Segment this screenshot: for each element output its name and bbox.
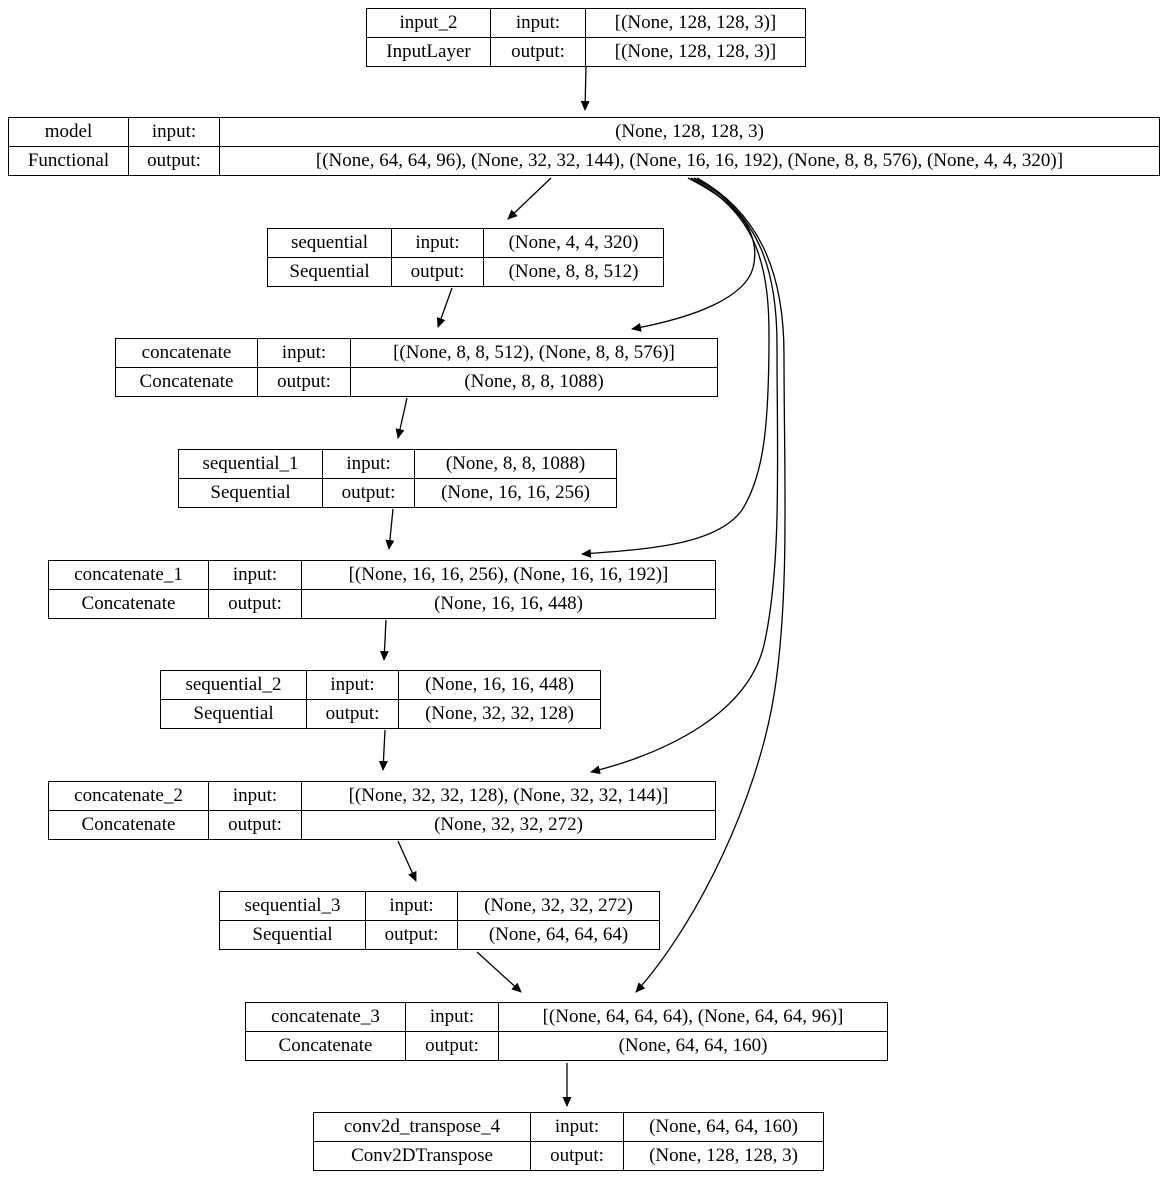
input-label: input: — [323, 450, 415, 479]
input-label: input: — [531, 1113, 624, 1142]
edge-concatenate-to-sequential_1 — [395, 397, 408, 439]
layer-type: Sequential — [161, 699, 307, 728]
input-label: input: — [491, 9, 586, 38]
layer-node-concatenate_3: concatenate_3 input: [(None, 64, 64, 64)… — [245, 1002, 888, 1061]
input-label: input: — [406, 1003, 499, 1032]
output-shape: (None, 64, 64, 64) — [488, 924, 629, 946]
input-shape: (None, 16, 16, 448) — [399, 671, 600, 700]
edge-sequential_2-to-concatenate_2 — [378, 729, 388, 771]
input-shape: (None, 32, 32, 272) — [458, 892, 659, 921]
output-label: output: — [307, 699, 399, 728]
edge-sequential_1-to-concatenate_1 — [385, 508, 395, 550]
output-shape: (None, 32, 32, 128) — [425, 703, 574, 725]
output-shape: (None, 128, 128, 3) — [649, 1145, 798, 1167]
layer-node-sequential: sequential input: (None, 4, 4, 320) Sequ… — [267, 228, 664, 287]
input-shape: [(None, 16, 16, 256), (None, 16, 16, 192… — [302, 561, 715, 590]
layer-type: Concatenate — [49, 589, 209, 618]
input-shape: (None, 64, 64, 160) — [624, 1113, 823, 1142]
layer-type: Sequential — [220, 920, 366, 949]
edge-sequential_3-to-concatenate_3 — [476, 951, 522, 993]
input-shape: [(None, 32, 32, 128), (None, 32, 32, 144… — [302, 782, 715, 811]
output-shape: (None, 64, 64, 160) — [618, 1035, 768, 1057]
layer-type: Concatenate — [49, 810, 209, 839]
layer-type: Concatenate — [116, 367, 258, 396]
layer-type: Conv2DTranspose — [314, 1141, 531, 1170]
layer-node-concatenate_1: concatenate_1 input: [(None, 16, 16, 256… — [48, 560, 716, 619]
layer-name: concatenate — [116, 339, 258, 368]
edge-sequential-to-concatenate — [436, 287, 453, 328]
layer-type: Sequential — [179, 478, 323, 507]
output-shape: (None, 32, 32, 272) — [434, 814, 583, 836]
output-shape: (None, 16, 16, 448) — [434, 593, 583, 615]
layer-node-sequential_3: sequential_3 input: (None, 32, 32, 272) … — [219, 891, 660, 950]
output-label: output: — [209, 810, 302, 839]
output-shape: (None, 8, 8, 1088) — [464, 371, 604, 393]
input-label: input: — [129, 118, 220, 147]
layer-node-model: model input: (None, 128, 128, 3) Functio… — [8, 117, 1160, 176]
layer-name: input_2 — [367, 9, 491, 38]
output-shape: (None, 8, 8, 512) — [508, 261, 639, 283]
layer-name: sequential_3 — [220, 892, 366, 921]
layer-node-concatenate: concatenate input: [(None, 8, 8, 512), (… — [115, 338, 718, 397]
input-shape: (None, 4, 4, 320) — [484, 229, 663, 258]
output-label: output: — [209, 589, 302, 618]
output-label: output: — [129, 146, 220, 175]
layer-name: sequential — [268, 229, 392, 258]
layer-type: Concatenate — [246, 1031, 406, 1060]
output-label: output: — [258, 367, 351, 396]
edge-concatenate_2-to-sequential_3 — [397, 840, 417, 882]
layer-name: concatenate_1 — [49, 561, 209, 590]
edge-model-to-sequential — [507, 177, 552, 220]
layer-name: model — [9, 118, 129, 147]
input-shape: [(None, 8, 8, 512), (None, 8, 8, 576)] — [351, 339, 717, 368]
layer-name: sequential_2 — [161, 671, 307, 700]
layer-name: concatenate_3 — [246, 1003, 406, 1032]
output-label: output: — [406, 1031, 499, 1060]
layer-name: conv2d_transpose_4 — [314, 1113, 531, 1142]
layer-type: Sequential — [268, 257, 392, 286]
output-label: output: — [531, 1141, 624, 1170]
input-shape: [(None, 128, 128, 3)] — [586, 9, 805, 38]
input-label: input: — [209, 561, 302, 590]
edge-concatenate_1-to-sequential_2 — [379, 619, 389, 661]
layer-node-conv2d_transpose_4: conv2d_transpose_4 input: (None, 64, 64,… — [313, 1112, 824, 1171]
input-shape: (None, 128, 128, 3) — [220, 118, 1159, 147]
output-label: output: — [392, 257, 484, 286]
layer-node-input_2: input_2 input: [(None, 128, 128, 3)] Inp… — [366, 8, 806, 67]
layer-name: concatenate_2 — [49, 782, 209, 811]
layer-node-sequential_2: sequential_2 input: (None, 16, 16, 448) … — [160, 670, 601, 729]
input-shape: [(None, 64, 64, 64), (None, 64, 64, 96)] — [499, 1003, 887, 1032]
output-label: output: — [491, 37, 586, 66]
output-shape: [(None, 128, 128, 3)] — [614, 41, 777, 63]
output-shape: [(None, 64, 64, 96), (None, 32, 32, 144)… — [315, 150, 1064, 172]
edge-input_2-to-model — [580, 65, 590, 111]
layer-node-concatenate_2: concatenate_2 input: [(None, 32, 32, 128… — [48, 781, 716, 840]
layer-node-sequential_1: sequential_1 input: (None, 8, 8, 1088) S… — [178, 449, 617, 508]
output-label: output: — [366, 920, 458, 949]
input-label: input: — [392, 229, 484, 258]
output-shape: (None, 16, 16, 256) — [441, 482, 590, 504]
input-label: input: — [209, 782, 302, 811]
layer-type: InputLayer — [367, 37, 491, 66]
input-label: input: — [258, 339, 351, 368]
input-label: input: — [366, 892, 458, 921]
layer-type: Functional — [9, 146, 129, 175]
input-shape: (None, 8, 8, 1088) — [415, 450, 616, 479]
layer-name: sequential_1 — [179, 450, 323, 479]
output-label: output: — [323, 478, 415, 507]
input-label: input: — [307, 671, 399, 700]
